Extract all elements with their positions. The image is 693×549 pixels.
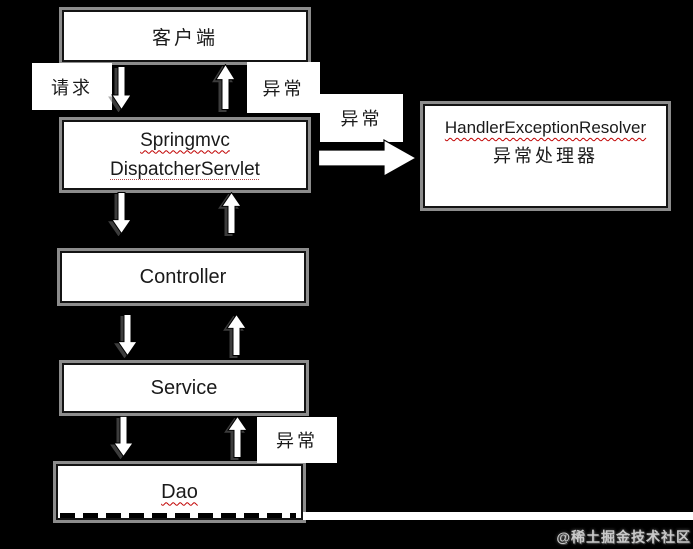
exception-label-mid: 异常 — [320, 94, 403, 142]
right-arrow-icon — [318, 138, 417, 178]
dao-box-label: Dao — [161, 480, 198, 503]
exception-label-top: 异常 — [247, 62, 320, 113]
client-box-label: 客户端 — [151, 27, 218, 49]
exception-label-bottom-text: 异常 — [276, 431, 318, 451]
service-box: Service — [62, 363, 306, 413]
request-label: 请求 — [32, 63, 112, 110]
up-arrow-icon — [221, 192, 242, 234]
down-arrow-icon — [111, 66, 132, 110]
dispatcher-servlet-box: Springmvc DispatcherServlet — [62, 120, 308, 190]
handler-exception-resolver-box: HandlerExceptionResolver 异常处理器 — [423, 104, 668, 208]
down-arrow-icon — [113, 416, 134, 457]
up-arrow-icon — [215, 64, 236, 110]
down-arrow-icon — [111, 192, 132, 234]
resolver-box-line1: HandlerExceptionResolver — [444, 118, 647, 137]
down-arrow-icon — [117, 314, 138, 356]
client-box: 客户端 — [62, 10, 308, 62]
up-arrow-icon — [226, 314, 247, 356]
exception-label-bottom: 异常 — [257, 417, 337, 463]
resolver-box-line2: 异常处理器 — [493, 146, 598, 167]
cropped-text-artifact — [60, 513, 296, 518]
controller-box-label: Controller — [139, 265, 227, 288]
dao-box: Dao — [56, 464, 303, 520]
exception-label-mid-text: 异常 — [340, 109, 383, 129]
request-label-text: 请求 — [51, 77, 93, 98]
watermark: @稀土掘金技术社区 — [556, 529, 691, 545]
dispatcher-box-line1: Springmvc — [140, 129, 230, 151]
exception-label-top-text: 异常 — [262, 78, 305, 99]
up-arrow-icon — [227, 416, 248, 458]
bottom-white-strip — [303, 512, 693, 520]
dispatcher-box-line2: DispatcherServlet — [110, 159, 260, 180]
service-box-label: Service — [150, 376, 218, 399]
controller-box: Controller — [60, 251, 306, 303]
